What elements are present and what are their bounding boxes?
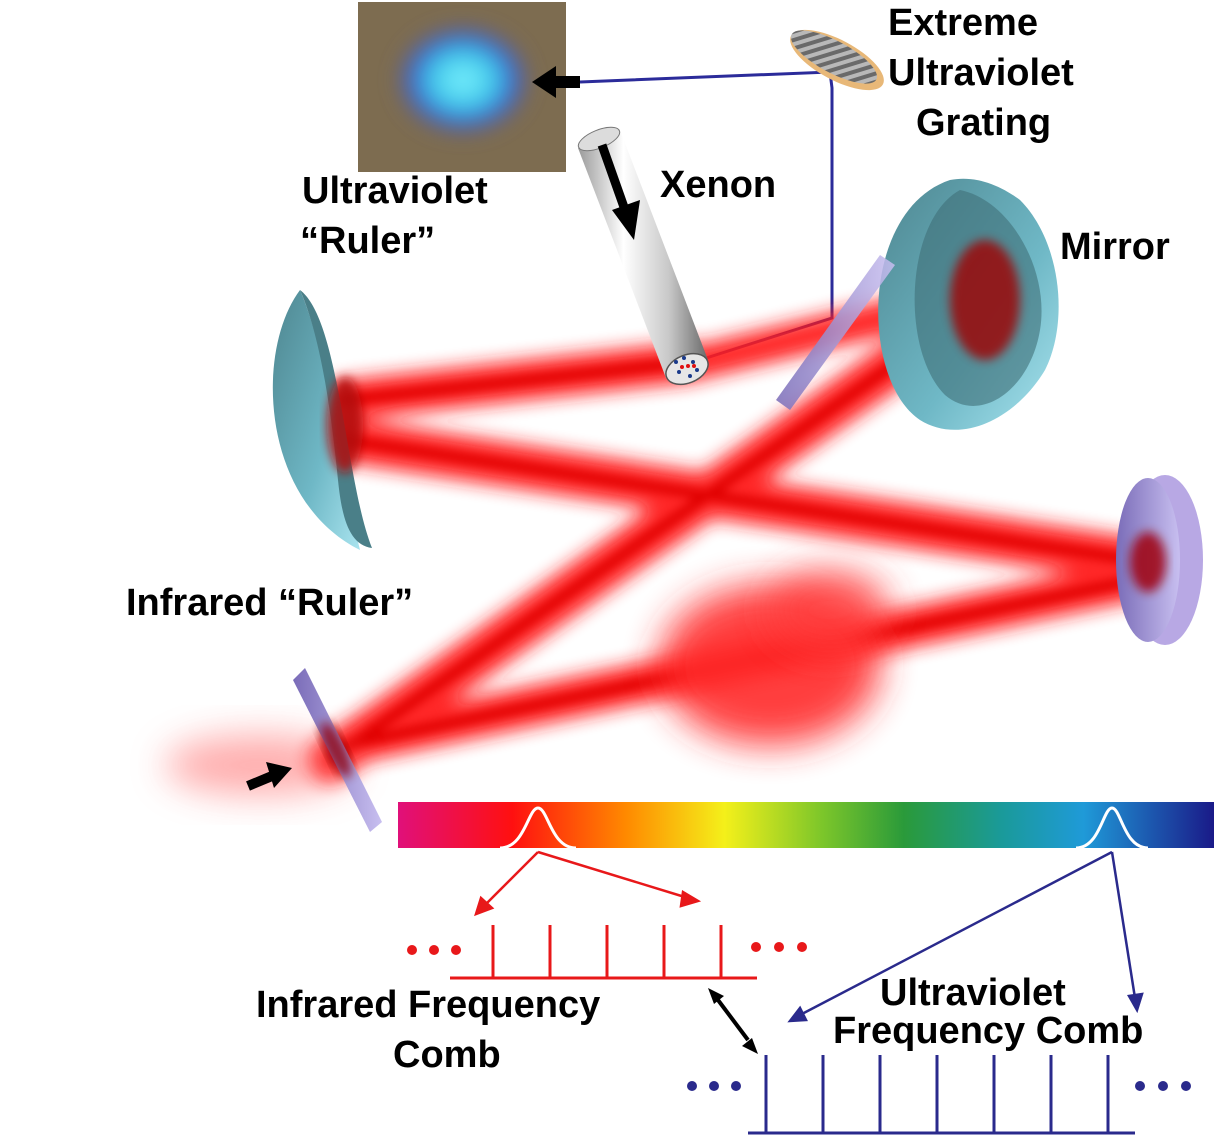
uv-ruler-label-line2: “Ruler” [300,220,436,262]
uv-output-coupler [776,255,895,410]
mirror-label: Mirror [1060,226,1170,268]
uv-dots-left [687,1081,741,1091]
comb-link-arrow [708,988,758,1054]
uv-peak-arrows [787,850,1144,1023]
ir-peak-arrows [474,850,702,917]
ir-ruler-label: Infrared “Ruler” [126,582,414,624]
xenon-gas-jet [577,126,709,386]
ir-comb [450,925,757,980]
grating-label-line1: Extreme [888,2,1038,44]
xenon-label: Xenon [660,164,777,206]
input-arrow [246,762,292,791]
ir-comb-label-line2: Comb [393,1034,501,1076]
uv-dots-right [1135,1081,1191,1091]
left-curved-mirror [272,290,372,550]
arrow-to-uv-ruler [532,66,580,98]
grating-label-line2: Ultraviolet [888,52,1074,94]
uv-comb [748,1055,1135,1135]
uv-comb-label-line2: Frequency Comb [833,1010,1144,1052]
right-curved-mirror [878,178,1059,430]
grating-label-line3: Grating [916,102,1052,144]
uv-ruler-image [358,2,566,172]
right-flat-mirror [1116,475,1203,645]
ir-dots-left [407,945,461,955]
ir-dots-right [751,942,807,952]
uv-ruler-label-line1: Ultraviolet [302,170,488,212]
input-coupler [293,668,382,832]
xenon-flow-arrow [597,143,640,240]
uv-comb-label-line1: Ultraviolet [880,972,1066,1014]
spectrum-bar [398,802,1214,850]
extreme-uv-grating [790,29,884,91]
ir-comb-label-line1: Infrared Frequency [256,984,601,1026]
